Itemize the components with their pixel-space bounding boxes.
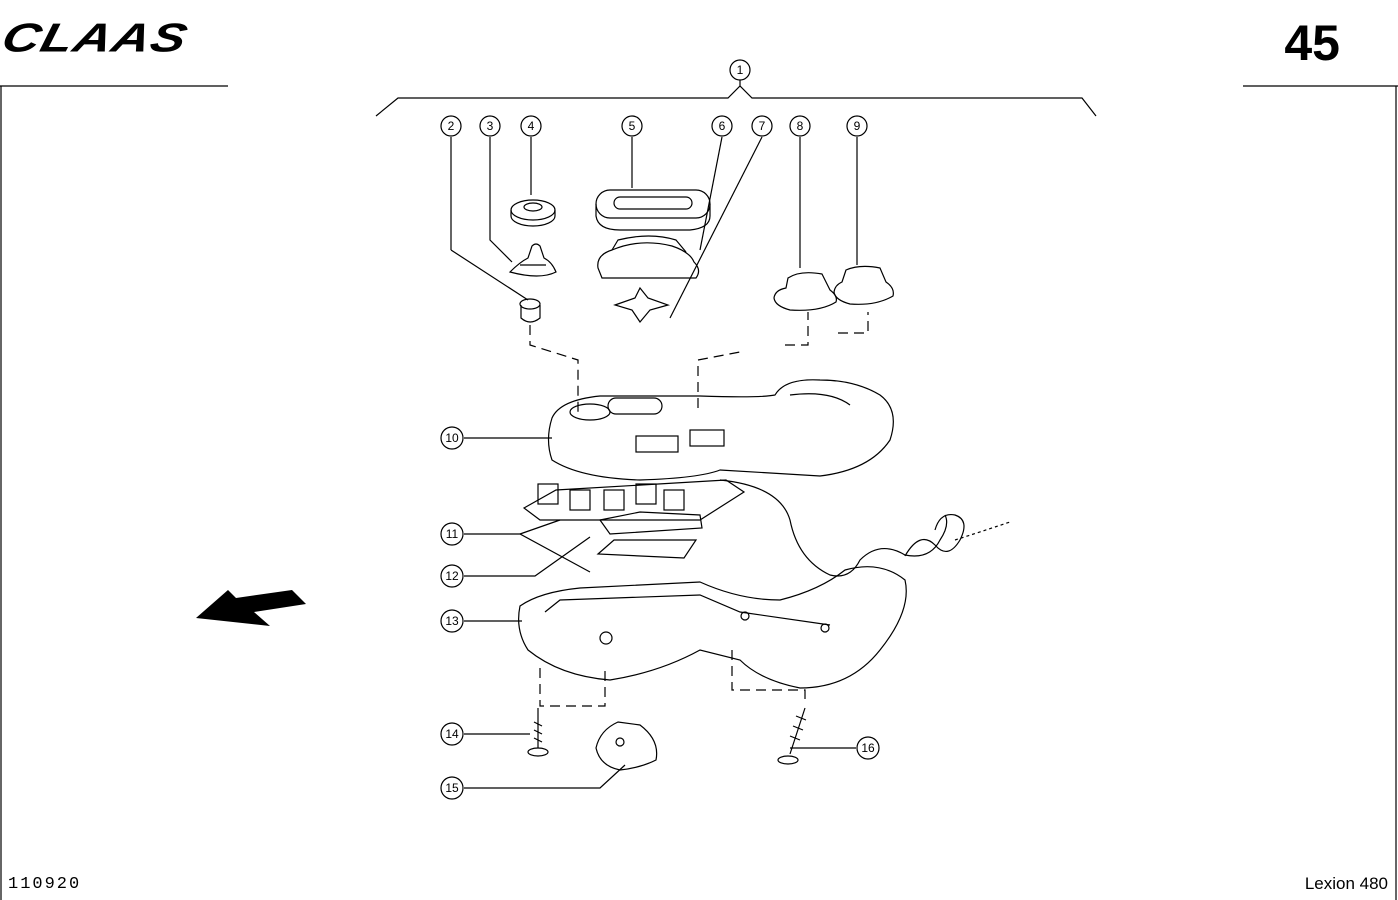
leader-lines bbox=[450, 136, 858, 789]
page-frame bbox=[0, 85, 1398, 900]
part-14-screw bbox=[527, 718, 549, 757]
callout-circle-15 bbox=[440, 776, 464, 800]
callout-3: 3 bbox=[487, 119, 494, 133]
callout-circles bbox=[440, 59, 880, 800]
assembly-bracket bbox=[375, 80, 1097, 117]
page-number: 45 bbox=[1284, 15, 1340, 71]
part-10-upper-housing bbox=[547, 379, 894, 481]
callout-14: 14 bbox=[445, 727, 459, 741]
drawing-code: 110920 bbox=[8, 875, 82, 894]
callout-circle-14 bbox=[440, 722, 464, 746]
callout-circle-12 bbox=[440, 564, 464, 588]
part-4-washer bbox=[510, 199, 556, 227]
callout-9: 9 bbox=[854, 119, 861, 133]
callout-circle-2 bbox=[440, 115, 462, 137]
part-8-button bbox=[773, 272, 837, 311]
callout-2: 2 bbox=[448, 119, 455, 133]
callout-6: 6 bbox=[719, 119, 726, 133]
callout-circle-7 bbox=[751, 115, 773, 137]
assembly-guides bbox=[529, 312, 869, 725]
callout-labels: 1 2 3 4 5 6 7 8 9 10 11 12 13 14 15 16 bbox=[445, 63, 875, 795]
model-name: Lexion 480 bbox=[1304, 874, 1388, 893]
callout-5: 5 bbox=[629, 119, 636, 133]
callout-circle-10 bbox=[440, 426, 464, 450]
callout-circle-16 bbox=[856, 736, 880, 760]
callout-circle-3 bbox=[479, 115, 501, 137]
callout-4: 4 bbox=[528, 119, 535, 133]
callout-13: 13 bbox=[445, 614, 459, 628]
callout-circle-11 bbox=[440, 522, 464, 546]
part-12-contact-pad bbox=[596, 511, 703, 559]
cable bbox=[719, 479, 1011, 577]
callout-circle-6 bbox=[711, 115, 733, 137]
callout-circle-5 bbox=[621, 115, 643, 137]
arrow-left-down-icon bbox=[196, 590, 306, 626]
part-5-grommet bbox=[595, 189, 711, 231]
part-3-cap bbox=[508, 243, 557, 277]
part-15-clip bbox=[595, 721, 658, 771]
callout-16: 16 bbox=[861, 741, 875, 755]
callout-circle-13 bbox=[440, 609, 464, 633]
callout-circle-8 bbox=[789, 115, 811, 137]
callout-12: 12 bbox=[445, 569, 459, 583]
part-7-spring bbox=[613, 286, 671, 324]
callout-15: 15 bbox=[445, 781, 459, 795]
callout-circle-1 bbox=[729, 59, 751, 81]
part-6-boot bbox=[597, 235, 700, 279]
callout-1: 1 bbox=[737, 63, 744, 77]
callout-8: 8 bbox=[797, 119, 804, 133]
part-13-lower-housing bbox=[518, 566, 907, 689]
callout-11: 11 bbox=[446, 527, 459, 541]
part-2-knob bbox=[519, 298, 541, 323]
callout-7: 7 bbox=[759, 119, 766, 133]
part-9-button bbox=[833, 265, 894, 305]
callout-circle-9 bbox=[846, 115, 868, 137]
callout-10: 10 bbox=[445, 431, 459, 445]
callout-circle-4 bbox=[520, 115, 542, 137]
part-11-circuit-board bbox=[522, 479, 746, 521]
part-16-screw bbox=[777, 707, 807, 765]
